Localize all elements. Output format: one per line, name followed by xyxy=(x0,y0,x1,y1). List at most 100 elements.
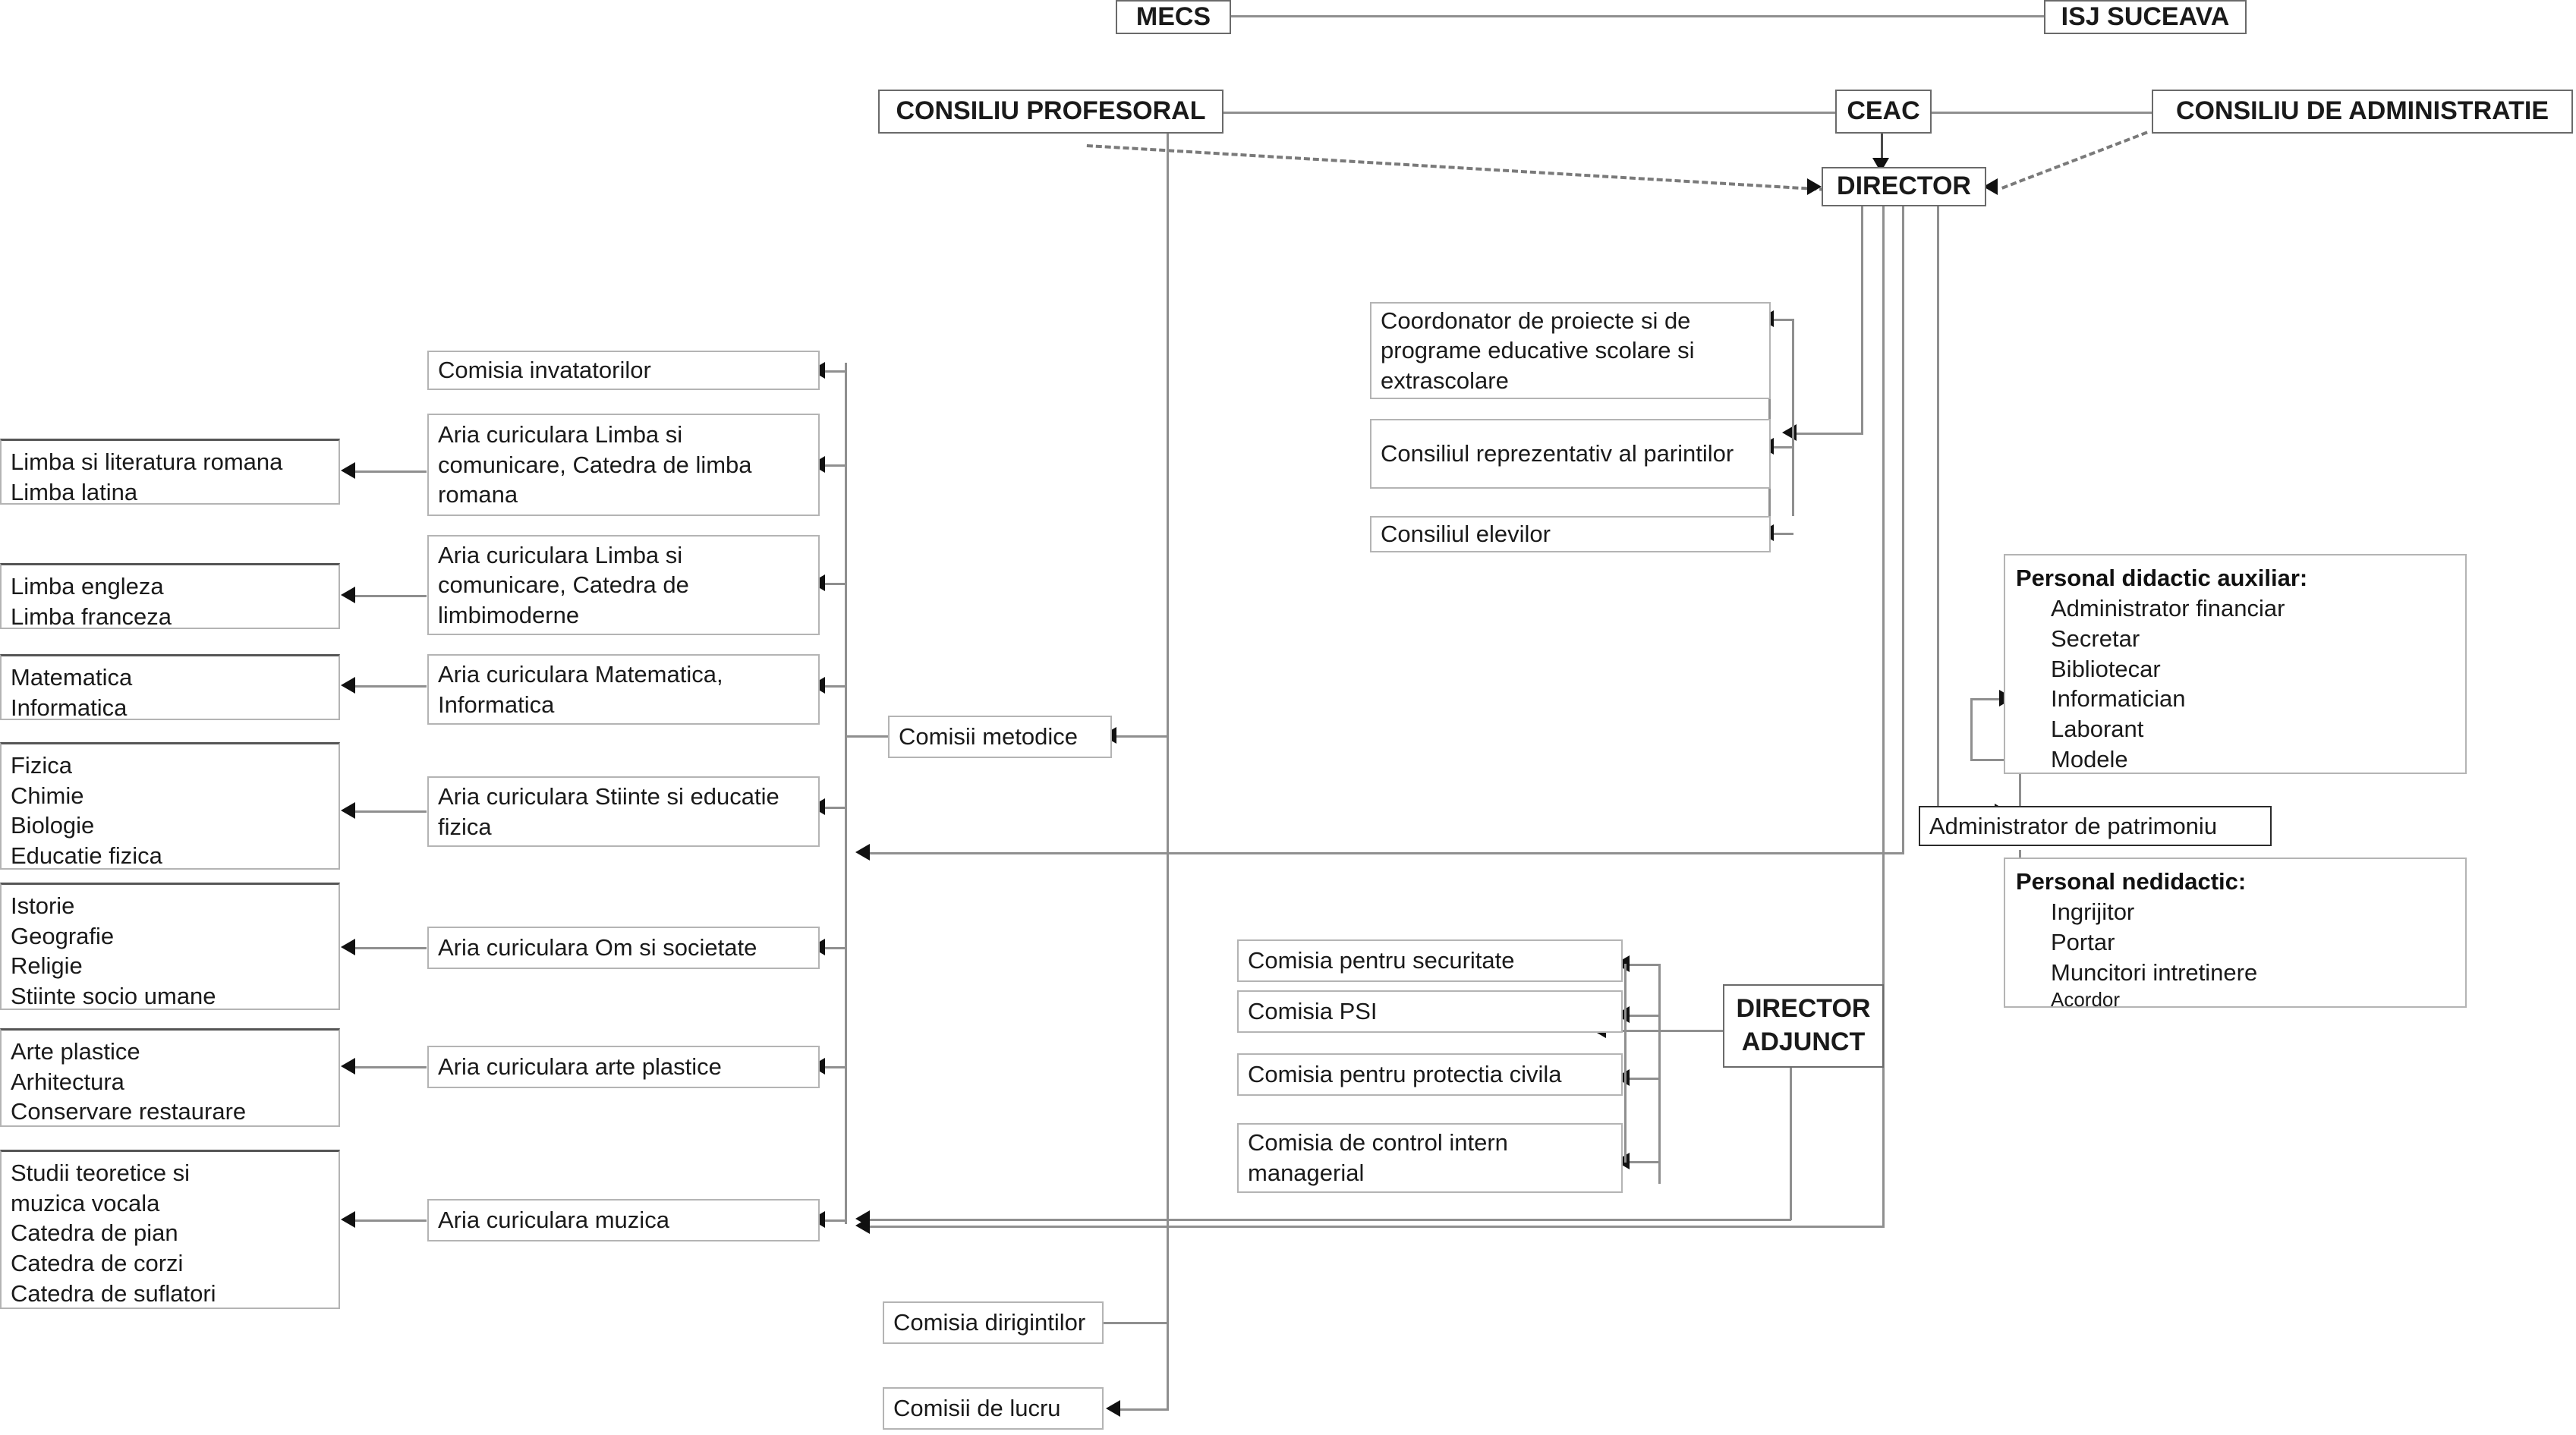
link-com-securitate xyxy=(1624,964,1661,966)
panel-personal-didactic-auxiliar[interactable]: Personal didactic auxiliar: Administrato… xyxy=(2004,554,2467,774)
link-subj-4 xyxy=(351,947,427,949)
node-director-adjunct[interactable]: DIRECTOR ADJUNCT xyxy=(1723,984,1884,1068)
link-ceac-administratie xyxy=(1932,112,2152,114)
arrow-subj-6 xyxy=(341,1211,355,1228)
link-area-2 xyxy=(820,685,847,688)
panel-nedidactic-item: Portar xyxy=(2051,928,2115,955)
link-consiliu-elevilor xyxy=(1768,533,1793,535)
panel-auxiliar-item: Administrator financiar xyxy=(2051,595,2285,622)
node-aria-limbi-moderne[interactable]: Aria curiculara Limba si comunicare, Cat… xyxy=(427,535,820,635)
node-consiliu-profesoral[interactable]: CONSILIU PROFESORAL xyxy=(878,90,1223,134)
link-subj-1 xyxy=(351,595,427,597)
link-area-0 xyxy=(820,464,847,467)
arrow-adjunct-bottom-bus xyxy=(855,1210,870,1227)
rail-adjunct-down xyxy=(1790,1066,1792,1220)
arrow-subj-5 xyxy=(341,1058,355,1075)
node-consiliu-reprezentativ-parinti[interactable]: Consiliul reprezentativ al parintilor xyxy=(1370,419,1771,489)
link-area-6 xyxy=(820,1219,847,1222)
rail-director-1 xyxy=(1861,206,1863,434)
node-aria-om-si-societate[interactable]: Aria curiculara Om si societate xyxy=(427,927,820,969)
node-subject-matematica[interactable]: Matematica Informatica xyxy=(0,654,340,721)
link-comisii-metodice-rail xyxy=(847,735,890,738)
node-comisia-dirigintilor[interactable]: Comisia dirigintilor xyxy=(883,1301,1104,1344)
link-profesoral-comisia-dirigintilor xyxy=(1087,1322,1169,1324)
node-comisia-protectia-civila[interactable]: Comisia pentru protectia civila xyxy=(1237,1053,1623,1096)
node-comisia-control-intern[interactable]: Comisia de control intern managerial xyxy=(1237,1123,1623,1193)
link-area-invatatori xyxy=(820,370,847,373)
arrow-subj-0 xyxy=(341,462,355,479)
panel-auxiliar-item: Modele xyxy=(2051,745,2128,773)
node-comisii-de-lucru[interactable]: Comisii de lucru xyxy=(883,1387,1104,1430)
node-comisia-psi[interactable]: Comisia PSI xyxy=(1237,990,1623,1033)
node-aria-stiinte-educatie-fizica[interactable]: Aria curiculara Stiinte si educatie fizi… xyxy=(427,776,820,847)
node-isj-suceava[interactable]: ISJ SUCEAVA xyxy=(2044,0,2247,34)
link-profesoral-director-dashed xyxy=(1086,144,1826,191)
panel-auxiliar-title: Personal didactic auxiliar: xyxy=(2016,565,2308,591)
node-comisia-invatatorilor[interactable]: Comisia invatatorilor xyxy=(427,351,820,390)
arrow-profesoral-director xyxy=(1807,178,1822,195)
node-aria-muzica[interactable]: Aria curiculara muzica xyxy=(427,1199,820,1241)
rail-adjunct-commissions xyxy=(1658,964,1661,1184)
link-adjunct-bottom-bus xyxy=(865,1219,1791,1221)
link-profesoral-comisii-metodice xyxy=(1112,735,1168,738)
arrow-comisii-lucru xyxy=(1106,1400,1120,1417)
panel-auxiliar-item: Bibliotecar xyxy=(2051,655,2161,682)
link-com-control xyxy=(1624,1161,1661,1163)
arrow-subj-4 xyxy=(341,939,355,955)
link-profesoral-comisii-lucru xyxy=(1116,1408,1169,1411)
link-area-5 xyxy=(820,1066,847,1068)
node-subject-muzica[interactable]: Studii teoretice si muzica vocala Catedr… xyxy=(0,1150,340,1309)
link-subj-5 xyxy=(351,1066,427,1068)
link-mecs-isj xyxy=(1231,15,2046,17)
node-director[interactable]: DIRECTOR xyxy=(1822,167,1986,206)
node-consiliul-elevilor[interactable]: Consiliul elevilor xyxy=(1370,516,1771,552)
arrow-subj-1 xyxy=(341,587,355,603)
rail-director-2 xyxy=(1882,206,1885,1227)
panel-auxiliar-item: Laborant xyxy=(2051,715,2144,742)
link-area-1 xyxy=(820,583,847,585)
node-administrator-patrimoniu[interactable]: Administrator de patrimoniu xyxy=(1919,806,2272,846)
node-comisii-metodice[interactable]: Comisii metodice xyxy=(888,716,1112,758)
arrow-director-units xyxy=(1782,424,1797,441)
link-subj-3 xyxy=(351,810,427,813)
link-subj-6 xyxy=(351,1219,427,1222)
node-subject-limbi-straine[interactable]: Limba engleza Limba franceza xyxy=(0,563,340,630)
arrow-director-mid-bus xyxy=(855,844,870,861)
panel-auxiliar-item: Secretar xyxy=(2051,625,2140,652)
link-area-4 xyxy=(820,947,847,949)
link-com-psi xyxy=(1624,1015,1661,1017)
node-mecs[interactable]: MECS xyxy=(1116,0,1231,34)
rail-profesoral-vertical xyxy=(1167,121,1169,1411)
rail-adjunct-left xyxy=(1624,964,1627,1163)
panel-nedidactic-item: Muncitori intretinere xyxy=(2051,958,2258,986)
rail-patrimoniu-in xyxy=(2019,759,2021,813)
node-aria-arte-plastice[interactable]: Aria curiculara arte plastice xyxy=(427,1046,820,1088)
node-comisia-securitate[interactable]: Comisia pentru securitate xyxy=(1237,939,1623,982)
panel-auxiliar-item: Informatician xyxy=(2051,685,2186,713)
node-coordonator-proiecte[interactable]: Coordonator de proiecte si de programe e… xyxy=(1370,302,1771,399)
link-patrimoniu-up xyxy=(1970,759,2020,761)
link-director-units-elbow xyxy=(1792,433,1863,435)
link-ceac-director xyxy=(1881,131,1883,162)
link-coordonator xyxy=(1768,319,1793,321)
rail-curricular-areas xyxy=(845,363,847,1224)
rail-director-units-spine xyxy=(1792,319,1794,516)
arrow-administratie-director xyxy=(1983,178,1998,195)
node-subject-limba-romana[interactable]: Limba si literatura romana Limba latina xyxy=(0,439,340,505)
node-consiliu-administratie[interactable]: CONSILIU DE ADMINISTRATIE xyxy=(2152,90,2573,134)
panel-nedidactic-item: Ingrijitor xyxy=(2051,898,2135,926)
node-subject-om-societate[interactable]: Istorie Geografie Religie Stiinte socio … xyxy=(0,883,340,1010)
link-profesoral-ceac xyxy=(1223,112,1835,114)
node-ceac[interactable]: CEAC xyxy=(1835,90,1932,134)
node-aria-matematica-informatica[interactable]: Aria curiculara Matematica, Informatica xyxy=(427,654,820,725)
arrow-subj-3 xyxy=(341,802,355,819)
node-aria-limba-romana[interactable]: Aria curiculara Limba si comunicare, Cat… xyxy=(427,414,820,516)
rail-patrimoniu-up-v xyxy=(1970,698,1973,760)
node-subject-stiinte[interactable]: Fizica Chimie Biologie Educatie fizica xyxy=(0,742,340,870)
link-area-3 xyxy=(820,807,847,809)
node-subject-arte-plastice[interactable]: Arte plastice Arhitectura Conservare res… xyxy=(0,1028,340,1127)
arrow-subj-2 xyxy=(341,677,355,694)
link-adjunct-bus xyxy=(1601,1030,1723,1032)
panel-personal-nedidactic[interactable]: Personal nedidactic: Ingrijitor Portar M… xyxy=(2004,858,2467,1011)
